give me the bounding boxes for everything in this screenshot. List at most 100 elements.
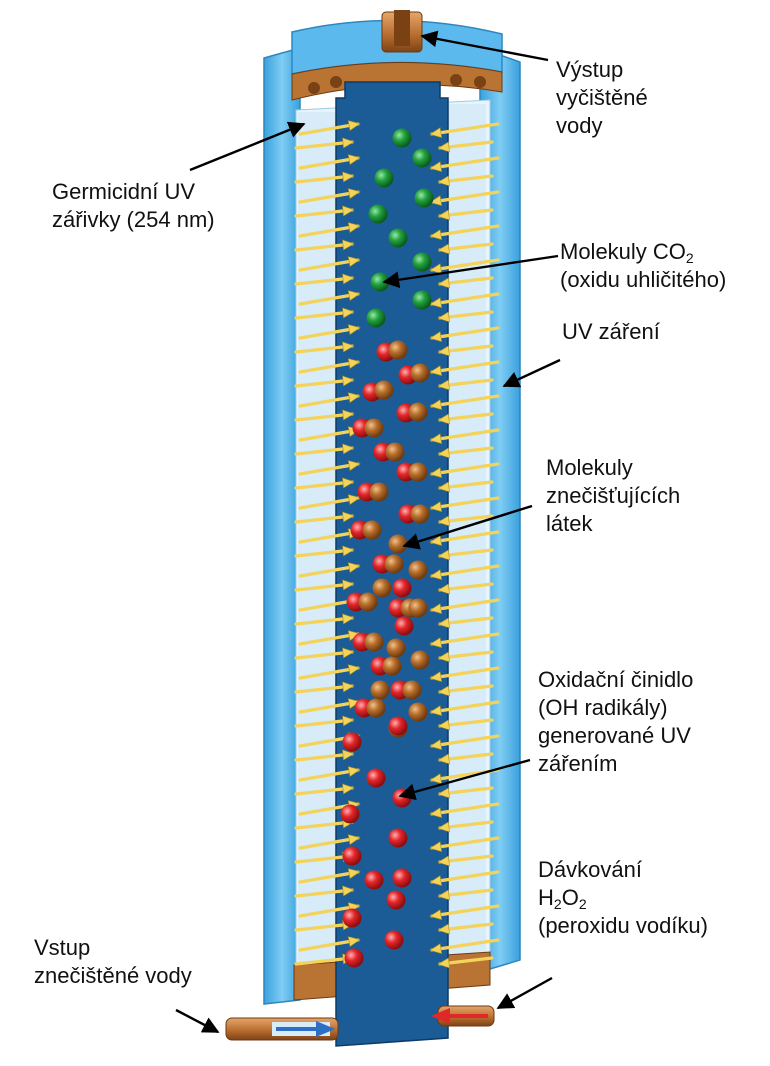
uv-arrow-icon xyxy=(294,409,355,422)
uv-arrow-icon xyxy=(429,156,500,173)
uv-arrow-icon xyxy=(298,120,361,136)
uv-arrow-icon xyxy=(437,650,494,663)
bolt-hole xyxy=(450,74,462,86)
uv-arrow-icon xyxy=(429,870,500,887)
uv-arrow-icon xyxy=(294,783,355,796)
uv-arrow-icon xyxy=(298,256,361,272)
uv-arrow-icon xyxy=(437,140,494,153)
pollutant-molecule-icon xyxy=(408,462,428,482)
uv-arrow-icon xyxy=(429,598,500,615)
uv-arrow-icon xyxy=(298,834,361,850)
uv-arrow-icon xyxy=(437,956,494,969)
outer-shell-left xyxy=(263,47,301,1005)
uv-arrow-group xyxy=(294,120,500,969)
uv-arrow-icon xyxy=(437,514,494,527)
label-pollutants: Molekuly znečišťujících látek xyxy=(546,455,681,536)
uv-arrow-icon xyxy=(294,239,355,252)
uv-arrow-icon xyxy=(429,428,500,445)
uv-arrow-icon xyxy=(429,394,500,411)
callout-oxidant xyxy=(398,758,531,801)
pollutant-molecule-icon xyxy=(410,650,430,670)
uv-arrow-icon xyxy=(437,310,494,323)
uv-arrow-icon xyxy=(429,802,500,819)
uv-arrow-icon xyxy=(294,715,355,728)
uv-arrow-icon xyxy=(298,290,361,306)
uv-arrow-icon xyxy=(294,885,355,898)
uv-arrow-icon xyxy=(429,666,500,683)
uv-arrow-icon xyxy=(429,292,500,309)
uv-arrow-icon xyxy=(298,868,361,884)
uv-arrow-icon xyxy=(298,154,361,170)
pollutant-molecule-icon xyxy=(370,680,390,700)
pollutant-molecule-icon xyxy=(402,680,422,700)
uv-arrow-icon xyxy=(298,766,361,782)
co2-molecule-icon xyxy=(392,128,412,148)
uv-arrow-icon xyxy=(429,224,500,241)
pollutant-molecule-icon xyxy=(410,504,430,524)
uv-arrow-icon xyxy=(429,564,500,581)
oh-radical-icon xyxy=(342,732,362,752)
uv-arrow-icon xyxy=(298,324,361,340)
uv-arrow-icon xyxy=(437,548,494,561)
oh-radical-icon xyxy=(392,868,412,888)
label-co2: Molekuly CO2 (oxidu uhličitého) xyxy=(560,239,727,292)
uv-arrow-icon xyxy=(437,922,494,935)
callout-dosing xyxy=(496,976,553,1010)
uv-arrow-icon xyxy=(437,786,494,799)
oh-radical-icon xyxy=(386,890,406,910)
uv-arrow-icon xyxy=(298,494,361,510)
oh-radical-icon xyxy=(366,768,386,788)
oh-radical-icon xyxy=(388,828,408,848)
lamp-zone-left xyxy=(298,112,336,980)
pollutant-molecule-icon xyxy=(362,520,382,540)
pollutant-molecule-icon xyxy=(382,656,402,676)
uv-arrow-icon xyxy=(429,938,500,955)
pollutant-molecule-icon xyxy=(385,442,405,462)
pollutant-molecule-icon xyxy=(408,598,428,618)
co2-molecule-icon xyxy=(388,228,408,248)
uv-arrow-icon xyxy=(298,222,361,238)
uv-arrow-icon xyxy=(437,344,494,357)
uv-arrow-icon xyxy=(298,664,361,680)
callout-uv xyxy=(502,358,561,388)
uv-arrow-icon xyxy=(294,477,355,490)
uv-arrow-icon xyxy=(437,582,494,595)
uv-arrow-icon xyxy=(294,171,355,184)
uv-arrow-icon xyxy=(294,647,355,660)
callout-inlet xyxy=(175,1008,220,1034)
oh-radical-icon xyxy=(392,578,412,598)
pollutant-molecule-icon xyxy=(364,632,384,652)
oh-radical-icon xyxy=(394,616,414,636)
oh-radical-icon xyxy=(392,788,412,808)
flow-arrow-icon xyxy=(276,1021,336,1037)
uv-arrow-icon xyxy=(437,412,494,425)
uv-arrow-icon xyxy=(429,836,500,853)
co2-molecule-icon xyxy=(368,204,388,224)
uv-arrow-icon xyxy=(294,511,355,524)
oh-radical-icon xyxy=(384,930,404,950)
uv-arrow-icon xyxy=(437,378,494,391)
uv-arrow-icon xyxy=(294,205,355,218)
uv-arrow-icon xyxy=(429,496,500,513)
uv-arrow-icon xyxy=(298,358,361,374)
uv-arrow-icon xyxy=(298,936,361,952)
uv-arrow-icon xyxy=(294,273,355,286)
uv-arrow-icon xyxy=(429,700,500,717)
oh-radical-icon xyxy=(344,948,364,968)
outlet-nozzle-bore xyxy=(394,10,410,46)
pollutant-molecule-icon xyxy=(358,592,378,612)
co2-molecule-icon xyxy=(412,252,432,272)
uv-arrow-icon xyxy=(298,392,361,408)
uv-arrow-icon xyxy=(429,530,500,547)
uv-arrow-icon xyxy=(437,684,494,697)
pollutant-molecule-icon xyxy=(388,340,408,360)
uv-arrow-icon xyxy=(294,307,355,320)
uv-arrow-icon xyxy=(437,616,494,629)
uv-arrow-icon xyxy=(437,854,494,867)
pollutant-molecule-icon xyxy=(364,418,384,438)
label-outlet: Výstup vyčištěné vody xyxy=(556,57,648,138)
pollutant-molecule-icon xyxy=(408,402,428,422)
callout-lines xyxy=(175,30,561,1034)
oh-radical-icon xyxy=(342,908,362,928)
